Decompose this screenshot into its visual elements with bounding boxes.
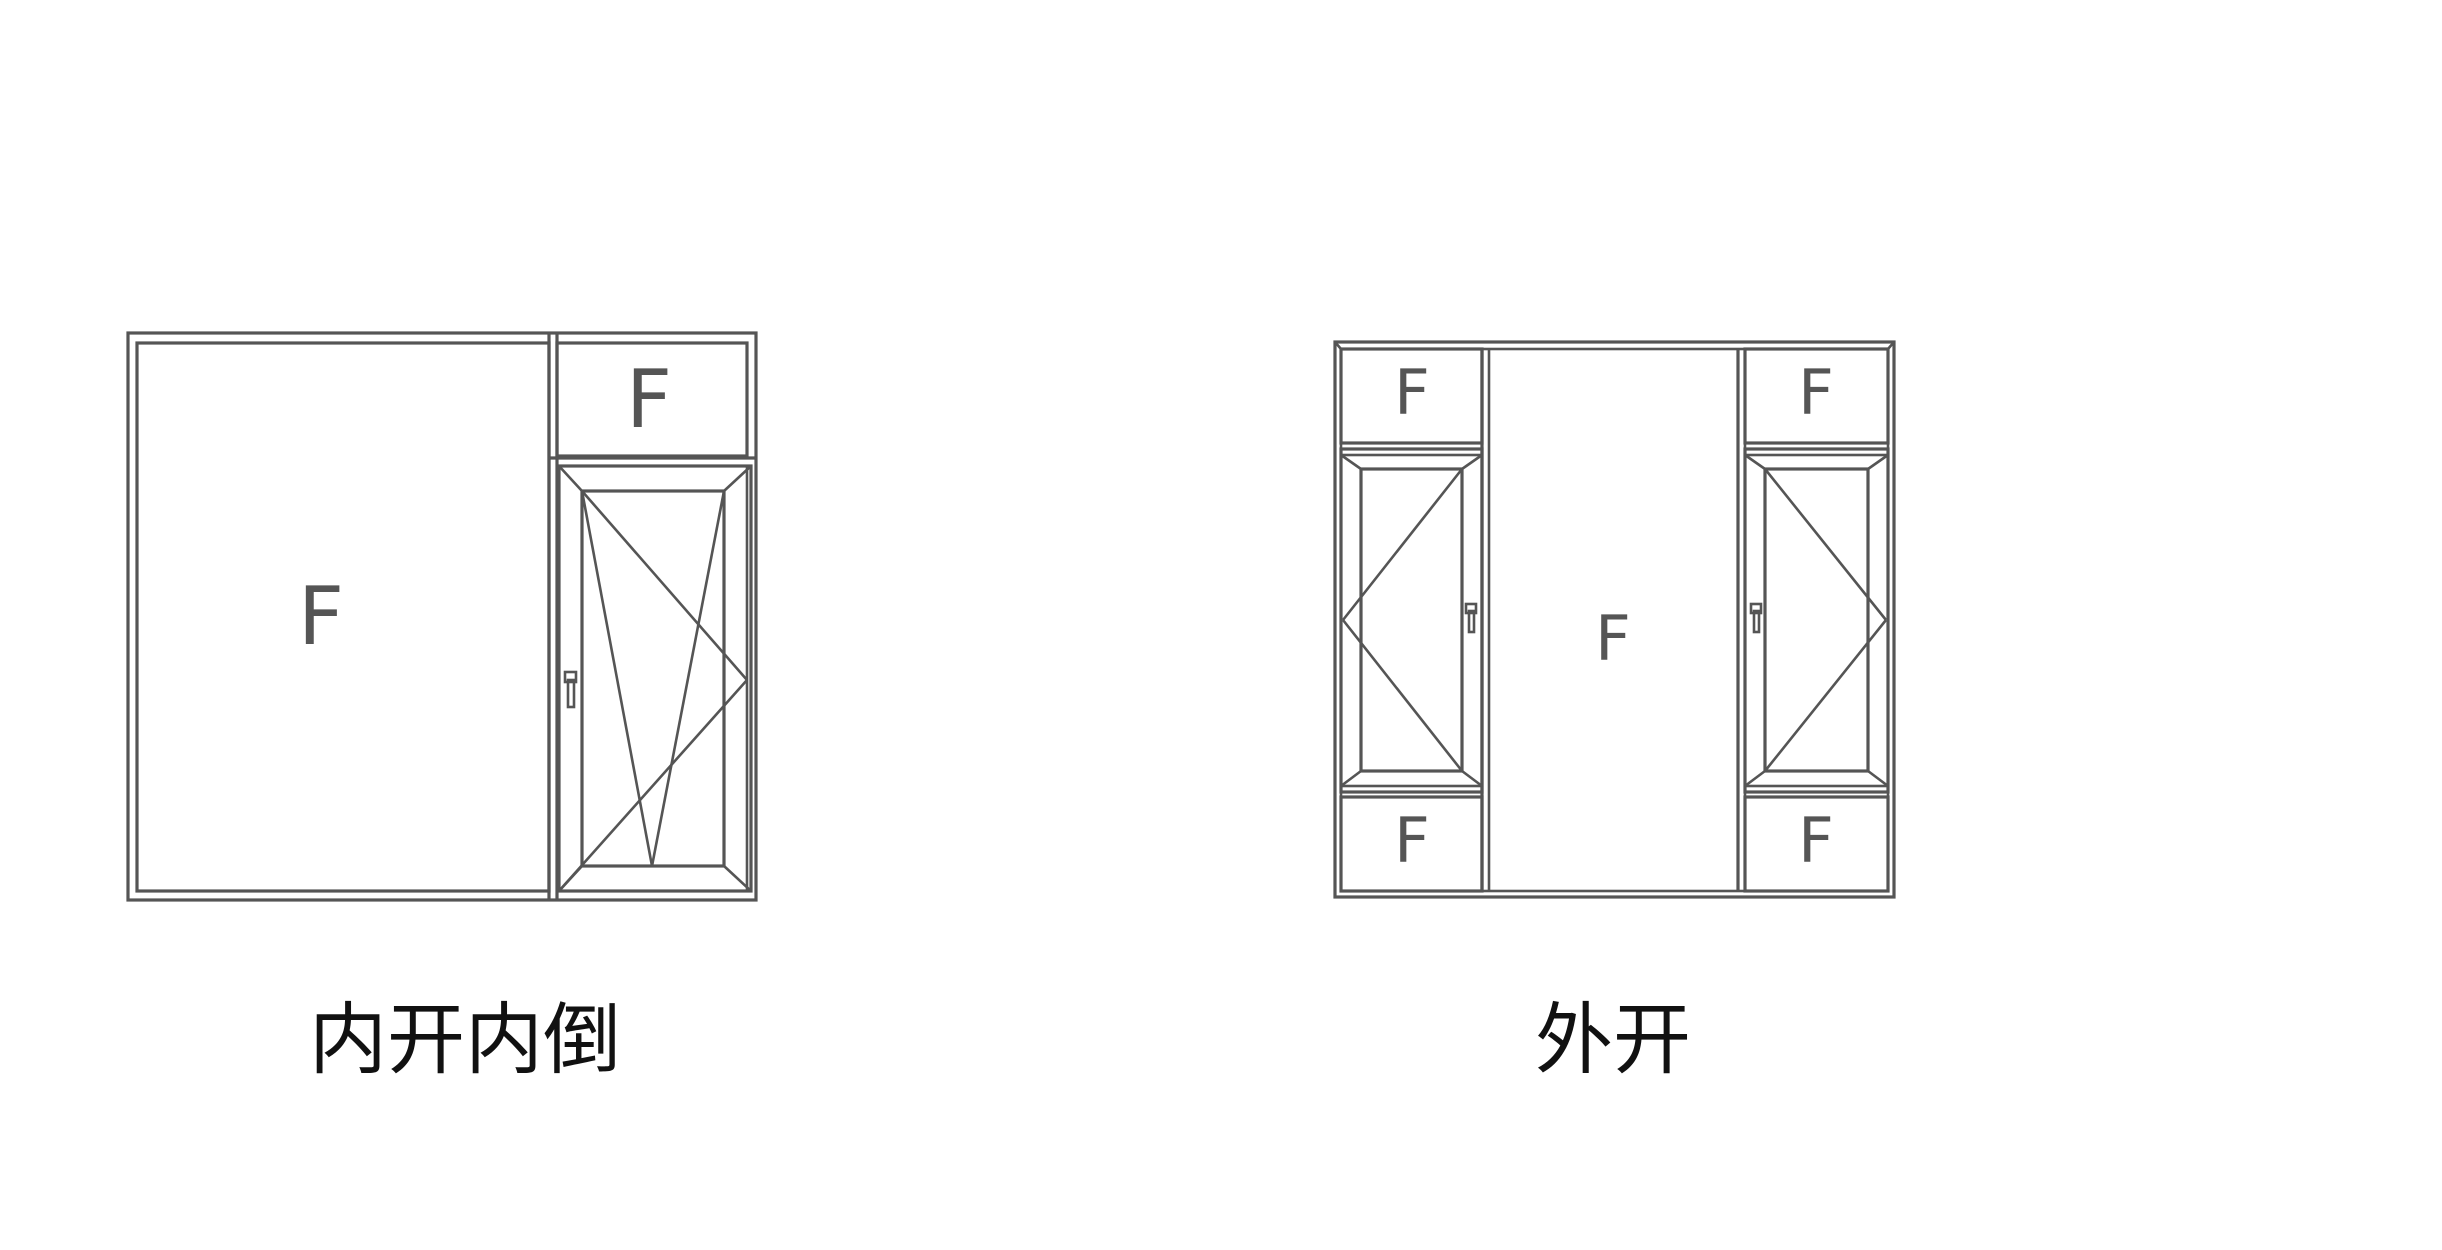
handle-icon: [1464, 602, 1478, 634]
tilt-turn-window: F F: [126, 331, 758, 902]
fixed-pane-top-right: [1743, 347, 1890, 445]
outer-frame: [126, 331, 758, 902]
fixed-pane-transom: [555, 341, 749, 458]
sash-bevel: [558, 465, 583, 492]
fixed-label: F: [1798, 356, 1834, 429]
handle-icon: [1749, 602, 1763, 634]
sash-bevel: [1340, 769, 1362, 788]
sash-glass: [580, 489, 726, 868]
turn-indicator: [558, 679, 748, 892]
sash-bevel: [723, 865, 752, 892]
handle-icon: [563, 670, 578, 709]
fixed-label: F: [1595, 602, 1631, 675]
fixed-pane-top-left: [1339, 347, 1484, 445]
left-sash-glass: [1359, 467, 1464, 773]
casement-window: F F F F F: [1333, 340, 1896, 899]
sash-bevel: [1461, 769, 1483, 788]
opening-indicator: [1341, 468, 1464, 621]
left-sash-inner: [1339, 453, 1484, 788]
right-sash-inner: [1743, 453, 1890, 788]
opening-indicator: [1763, 619, 1888, 772]
fixed-label: F: [298, 570, 344, 663]
sash-outer: [557, 464, 753, 893]
right-sash-glass: [1763, 467, 1870, 773]
sash-bevel: [723, 465, 752, 492]
sash-bevel: [1744, 769, 1766, 788]
opening-indicator: [1341, 619, 1464, 772]
caption-tilt-turn: 内开内倒: [309, 995, 621, 1085]
fixed-label: F: [626, 353, 672, 446]
tilt-indicator: [650, 490, 726, 867]
sash-bevel: [1340, 453, 1362, 471]
fixed-label: F: [1798, 804, 1834, 877]
sash-bevel: [1867, 769, 1889, 788]
sash-outer-inner: [557, 464, 749, 893]
turn-indicator: [581, 490, 748, 681]
outer-frame: [1333, 340, 1896, 899]
sash-bevel: [1744, 453, 1766, 471]
sash-bevel: [1867, 453, 1889, 471]
fixed-pane-bottom-right: [1743, 795, 1890, 893]
sash-bevel: [1461, 453, 1483, 471]
tilt-indicator: [580, 490, 654, 867]
fixed-pane-bottom-left: [1339, 795, 1484, 893]
opening-indicator: [1763, 468, 1888, 621]
caption-casement: 外开: [1535, 995, 1691, 1085]
fixed-label: F: [1394, 804, 1430, 877]
fixed-label: F: [1394, 356, 1430, 429]
